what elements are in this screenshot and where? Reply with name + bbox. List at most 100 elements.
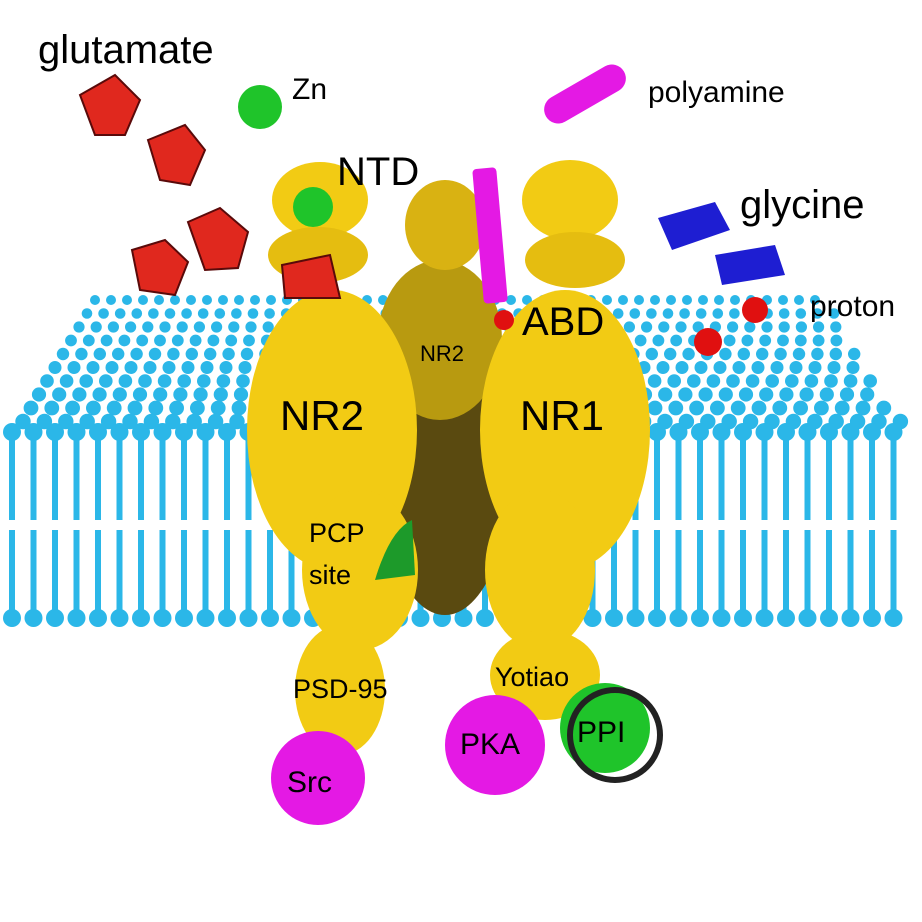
lipid-head — [100, 413, 117, 430]
lipid-head — [261, 609, 279, 627]
lipid-head — [666, 295, 676, 305]
lipid-head — [713, 361, 727, 374]
lipid-head — [841, 423, 860, 441]
lipid-head — [3, 423, 21, 441]
lipid-head — [218, 609, 236, 627]
lipid-head — [647, 400, 663, 416]
lipid-head — [830, 334, 843, 347]
lipid-head — [197, 374, 211, 388]
lipid-head — [40, 374, 54, 388]
lipid-head — [712, 609, 731, 627]
lipid-head — [812, 334, 825, 347]
lipid-head — [44, 400, 60, 416]
lipid-head — [154, 334, 166, 347]
lipid-head — [675, 321, 687, 333]
nr2-back-ntd — [405, 180, 485, 270]
lipid-head — [130, 347, 143, 361]
lipid-head — [132, 609, 150, 627]
glycine-block-2 — [715, 245, 785, 285]
lipid-head — [143, 361, 157, 374]
lipid-head — [734, 423, 752, 441]
lipid-head — [793, 400, 808, 416]
lipid-head — [3, 609, 21, 627]
lipid-head — [218, 423, 236, 441]
lipid-head — [153, 609, 172, 627]
lipid-head — [157, 374, 172, 388]
glutamate-cubes — [78, 73, 342, 299]
lipid-head — [92, 387, 107, 402]
lipid-head — [778, 321, 790, 333]
lipid-head — [89, 423, 107, 441]
lipid-head — [678, 387, 693, 402]
lipid-head — [185, 347, 198, 361]
lipid-head — [682, 347, 695, 361]
nr1-ntd-lobe — [522, 160, 618, 240]
lipid-head — [799, 387, 814, 402]
lipid-head — [779, 387, 794, 402]
lipid-head — [225, 334, 238, 347]
lipid-head — [106, 295, 116, 305]
lipid-head — [238, 361, 252, 374]
lipid-head — [197, 308, 209, 319]
lipid-head — [751, 400, 767, 416]
lipid-head — [234, 295, 244, 305]
lipid-head — [811, 347, 824, 361]
lipid-head — [245, 321, 257, 333]
lipid-head — [233, 387, 249, 402]
lipid-head — [231, 308, 242, 319]
lipid-head — [148, 308, 159, 319]
lipid-head — [777, 423, 795, 441]
lipid-head — [59, 374, 74, 388]
lipid-head — [170, 295, 180, 305]
lipid-head — [732, 361, 746, 374]
lipid-head — [634, 295, 644, 305]
lipid-head — [193, 387, 208, 402]
lipid-head — [122, 413, 138, 430]
lipid-head — [706, 374, 721, 388]
proton-sphere-bound — [494, 310, 514, 330]
lipid-head — [698, 387, 713, 402]
lipid-head — [777, 334, 789, 347]
proton-sphere — [742, 297, 768, 323]
lipid-head — [165, 413, 181, 430]
lipid-head — [522, 295, 532, 305]
lipid-head — [143, 413, 160, 430]
pcp-label-line2: site — [309, 560, 352, 590]
lipid-head — [164, 308, 176, 319]
lipid-head — [81, 308, 93, 319]
lipid-head — [189, 334, 202, 347]
pka-label: PKA — [460, 728, 521, 761]
lipid-head — [266, 295, 276, 305]
lipid-head — [142, 321, 154, 333]
lipid-head — [675, 361, 689, 374]
lipid-head — [778, 308, 790, 319]
lipid-head — [668, 400, 684, 416]
lipid-head — [175, 423, 193, 441]
nr2-back-label: NR2 — [420, 341, 465, 366]
lipid-head — [794, 334, 807, 347]
lipid-head — [100, 334, 113, 347]
abd-label: ABD — [522, 300, 605, 344]
lipid-head — [618, 295, 628, 305]
lipid-head — [153, 423, 172, 441]
lipid-head — [219, 361, 233, 374]
lipid-head — [830, 321, 842, 333]
lipid-head — [626, 609, 645, 627]
lipid-head — [173, 387, 188, 402]
lipid-head — [132, 387, 148, 402]
lipid-head — [648, 423, 666, 441]
lipid-head — [723, 334, 736, 347]
pcp-label-line1: PCP — [309, 518, 365, 548]
lipid-head — [98, 308, 109, 319]
lipid-head — [634, 334, 647, 347]
lipid-head — [207, 334, 220, 347]
lipid-head — [82, 334, 95, 347]
lipid-head — [112, 347, 125, 361]
lipid-head — [169, 400, 185, 416]
lipid-head — [785, 374, 799, 388]
lipid-head — [652, 334, 665, 347]
lipid-head — [679, 308, 690, 319]
lipid-head — [210, 400, 226, 416]
lipid-head — [31, 387, 47, 402]
